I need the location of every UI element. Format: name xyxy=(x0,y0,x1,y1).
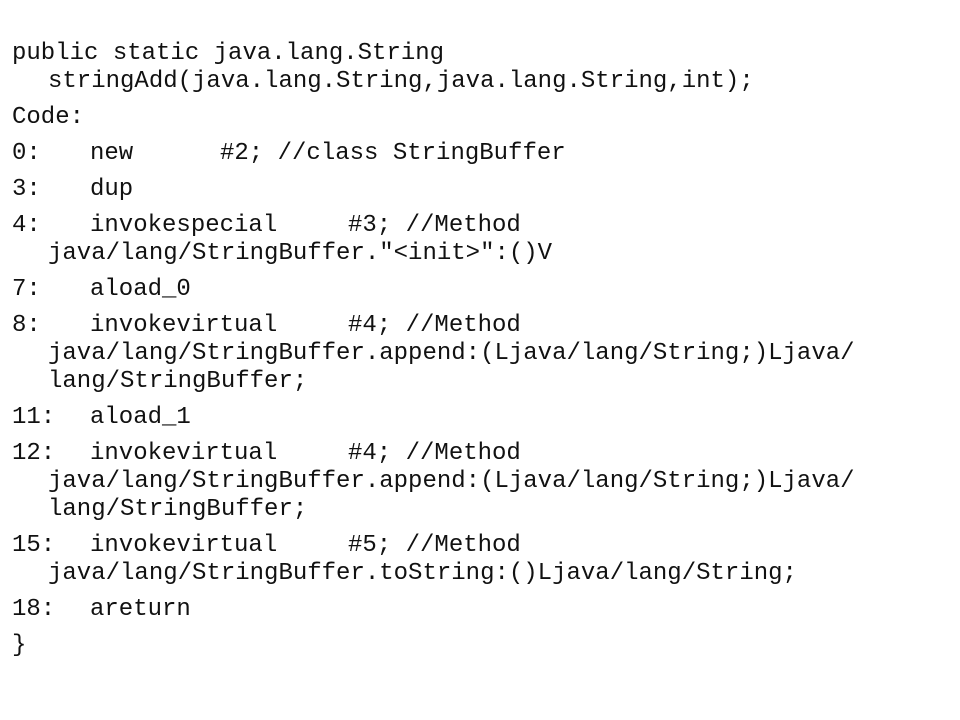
instruction-argument: #5; //Method xyxy=(348,532,521,559)
instruction-offset: 4: xyxy=(12,212,41,239)
instruction-opcode: invokevirtual xyxy=(90,312,278,339)
closing-brace: } xyxy=(12,632,27,659)
instruction-opcode: new xyxy=(90,140,134,167)
instruction-line: 11: aload_1 xyxy=(12,404,948,432)
instruction-line: 7: aload_0 xyxy=(12,276,948,304)
instruction-line: 3: dup xyxy=(12,176,948,204)
instruction-continuation: lang/StringBuffer; xyxy=(48,496,308,523)
instruction-line: 0: new #2; //class StringBuffer xyxy=(12,140,948,168)
instruction-argument: #4; //Method xyxy=(348,440,521,467)
instruction-opcode: invokevirtual xyxy=(90,440,278,467)
instruction-opcode: areturn xyxy=(90,596,191,623)
code-label: Code: xyxy=(12,104,85,131)
instruction-continuation: lang/StringBuffer; xyxy=(48,368,308,395)
instruction-opcode: invokespecial xyxy=(90,212,278,239)
instruction-continuation: java/lang/StringBuffer.append:(Ljava/lan… xyxy=(48,468,855,495)
instruction-continuation: java/lang/StringBuffer."<init>":()V xyxy=(48,240,553,267)
instruction-offset: 11: xyxy=(12,404,56,431)
instruction-continuation: java/lang/StringBuffer.append:(Ljava/lan… xyxy=(48,340,855,367)
instruction-opcode: invokevirtual xyxy=(90,532,278,559)
instruction-opcode: aload_0 xyxy=(90,276,191,303)
instruction-line: 18: areturn xyxy=(12,596,948,624)
instruction-offset: 0: xyxy=(12,140,41,167)
instruction-opcode: dup xyxy=(90,176,134,203)
instruction-offset: 7: xyxy=(12,276,41,303)
instruction-offset: 12: xyxy=(12,440,56,467)
instruction-argument: #3; //Method xyxy=(348,212,521,239)
instruction-continuation: java/lang/StringBuffer.toString:()Ljava/… xyxy=(48,560,797,587)
instruction-argument: #4; //Method xyxy=(348,312,521,339)
instruction-offset: 8: xyxy=(12,312,41,339)
instruction-offset: 15: xyxy=(12,532,56,559)
method-signature-line-2: stringAdd(java.lang.String,java.lang.Str… xyxy=(48,68,754,95)
instruction-argument: #2; //class StringBuffer xyxy=(220,140,566,167)
method-signature-line-1: public static java.lang.String xyxy=(12,40,445,67)
instruction-opcode: aload_1 xyxy=(90,404,191,431)
instruction-offset: 18: xyxy=(12,596,56,623)
instruction-offset: 3: xyxy=(12,176,41,203)
